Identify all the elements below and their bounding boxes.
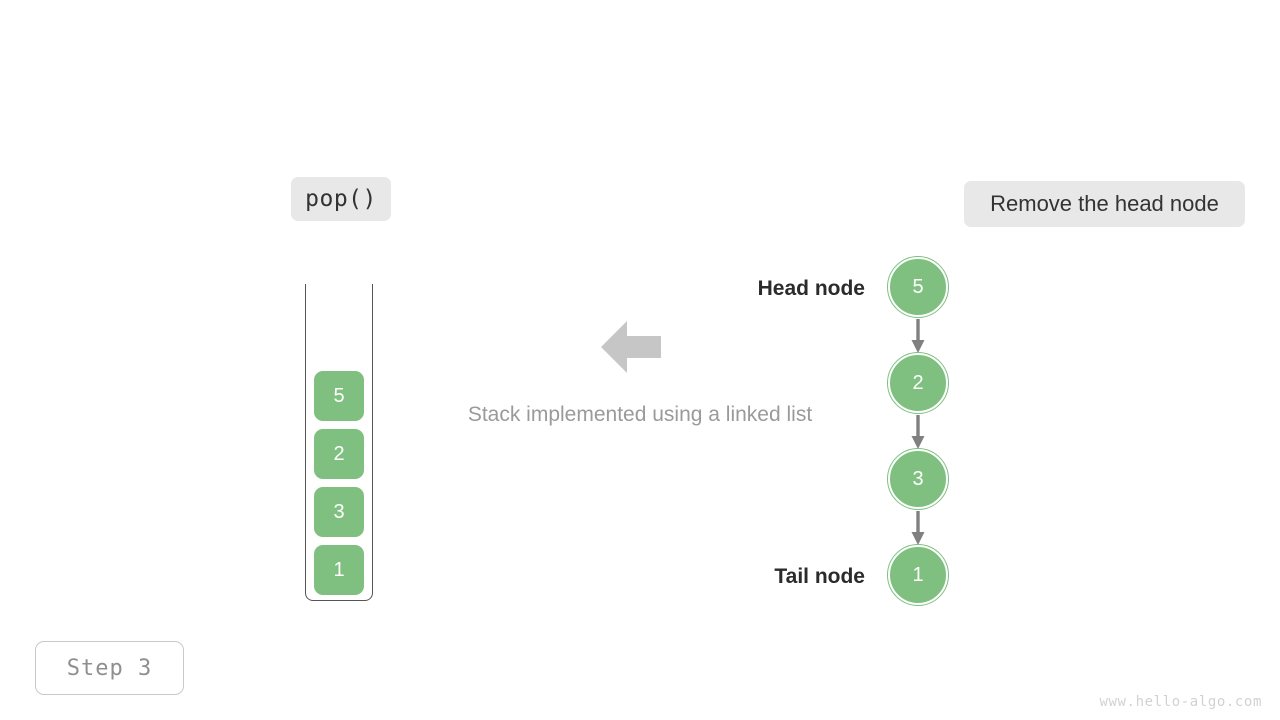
step-badge: Step 3	[35, 641, 184, 695]
operation-pill: pop()	[291, 177, 391, 221]
node-value: 2	[912, 371, 924, 394]
node-value: 5	[912, 275, 924, 298]
step-label: Step 3	[66, 655, 153, 681]
link-arrow-icon	[911, 511, 925, 545]
stack-cell-value: 5	[333, 384, 345, 407]
stack-cell-value: 3	[333, 500, 345, 523]
stack-cell-value: 1	[333, 558, 345, 581]
stack-cell: 5	[314, 371, 364, 421]
linked-list-node: 5	[887, 256, 949, 318]
stack-cell: 3	[314, 487, 364, 537]
left-arrow-icon	[601, 321, 661, 373]
linked-list-node: 1	[887, 544, 949, 606]
action-label: Remove the head node	[990, 191, 1219, 216]
head-node-label: Head node	[757, 277, 865, 300]
linked-list-visualization: 5 2 3 1	[887, 256, 952, 609]
link-arrow-icon	[911, 415, 925, 449]
watermark: www.hello-algo.com	[1099, 694, 1262, 710]
diagram-caption: Stack implemented using a linked list	[467, 403, 813, 426]
linked-list-node: 2	[887, 352, 949, 414]
stack-container-outline	[305, 284, 373, 601]
stack-visualization: 5 2 3 1	[305, 284, 373, 601]
stack-cell: 1	[314, 545, 364, 595]
link-arrow-icon	[911, 319, 925, 353]
stack-cell-value: 2	[333, 442, 345, 465]
action-pill: Remove the head node	[964, 181, 1245, 227]
tail-node-label: Tail node	[774, 565, 865, 588]
stack-cell-list: 5 2 3 1	[305, 371, 373, 595]
linked-list-node: 3	[887, 448, 949, 510]
node-value: 1	[912, 563, 924, 586]
stack-cell: 2	[314, 429, 364, 479]
node-value: 3	[912, 467, 924, 490]
operation-label: pop()	[305, 186, 377, 212]
